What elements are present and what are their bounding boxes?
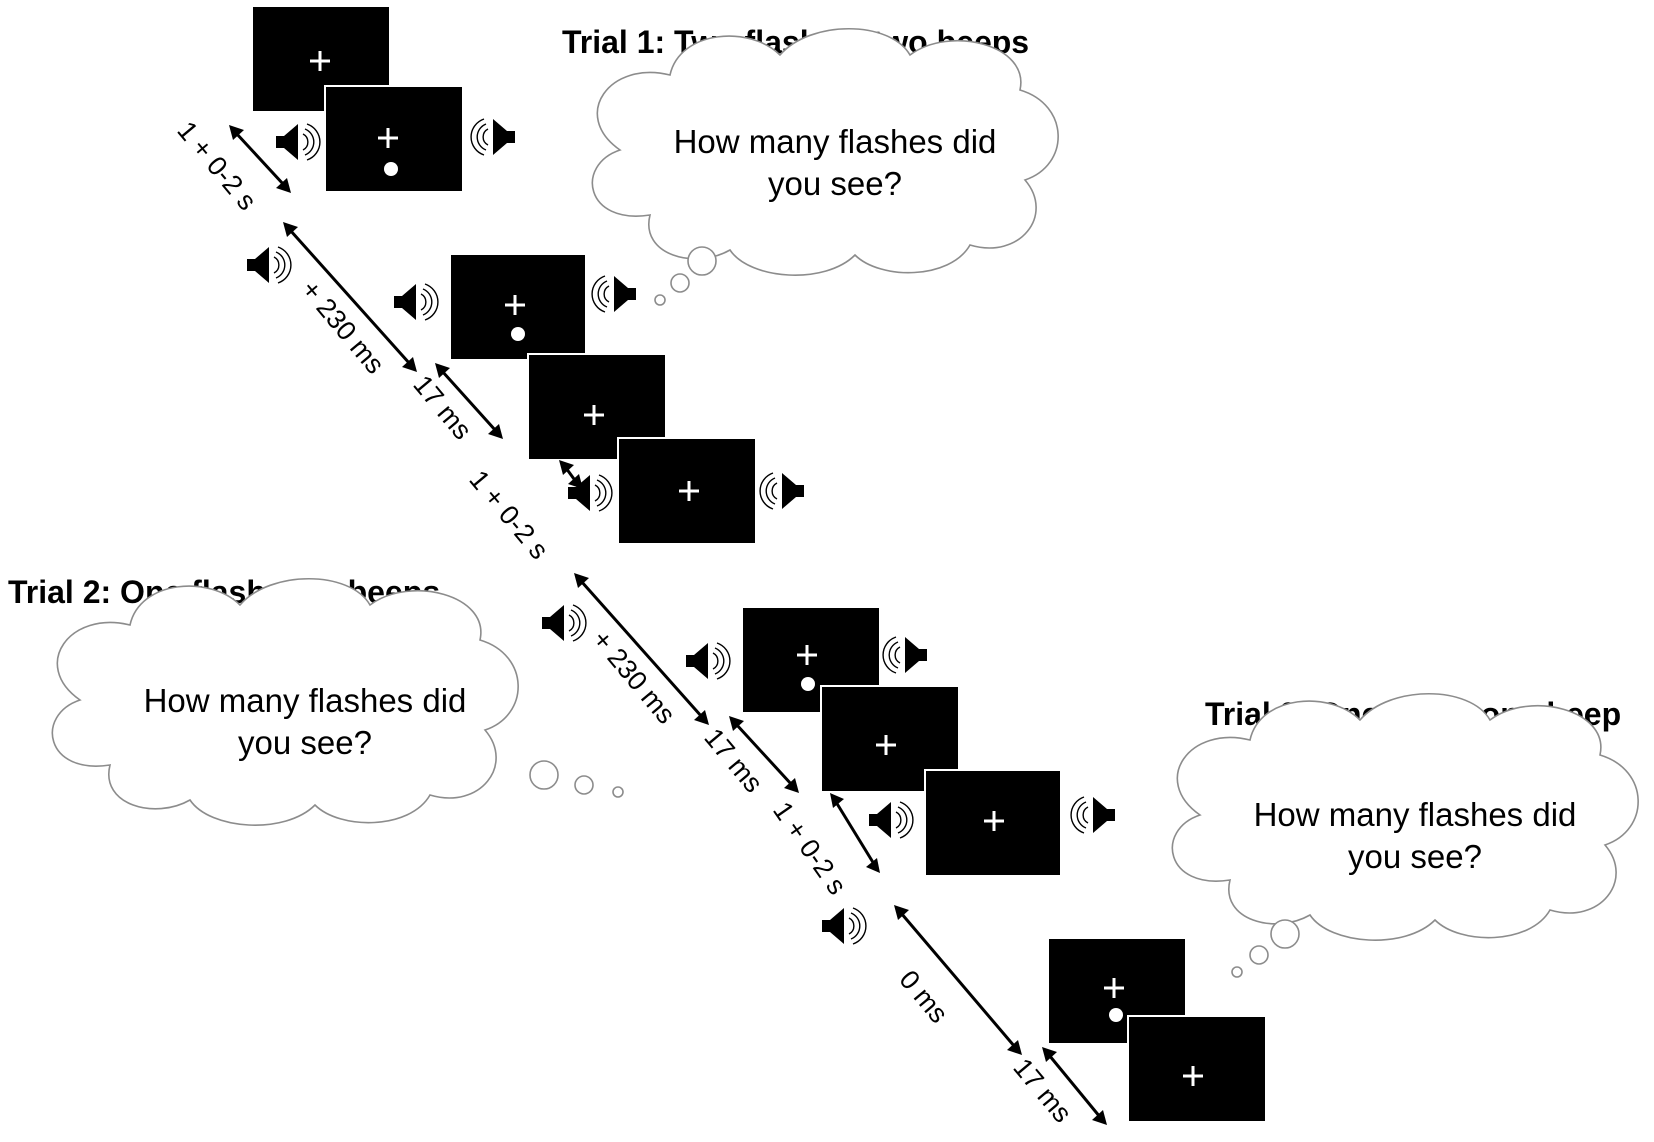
trial-1-iti-arrow xyxy=(229,125,291,193)
trial-3-soa-label: 0 ms xyxy=(893,965,954,1029)
speaker-icon xyxy=(868,801,914,839)
trial-1-question-line-2: you see? xyxy=(768,165,902,202)
trial-2-fixation-screen xyxy=(617,437,757,545)
trial-3-iti-arrow xyxy=(830,793,880,873)
trial-3-question-line-2: you see? xyxy=(1348,838,1482,875)
trial-1-thought-cloud: How many flashes did you see? xyxy=(591,27,1059,306)
trial-1-flash-label: 17 ms xyxy=(407,370,477,446)
trial-2-iti-arrow xyxy=(559,460,583,489)
speaker-icon xyxy=(1070,796,1116,834)
trial-3-iti-label: 1 + 0-2 s xyxy=(767,796,852,900)
trial-2-thought-cloud: How many flashes did you see? xyxy=(51,577,624,826)
trial-1-flash-arrow xyxy=(435,363,503,439)
trial-1-iti-label: 1 + 0-2 s xyxy=(171,116,262,216)
speaker-icon xyxy=(759,472,805,510)
speaker-icon xyxy=(821,907,867,945)
speaker-icon xyxy=(393,283,439,321)
speaker-icon xyxy=(685,642,731,680)
trial-3-thought-cloud: How many flashes did you see? xyxy=(1171,692,1639,978)
speaker-icon xyxy=(591,275,637,313)
trial-2-flash-label: 17 ms xyxy=(698,723,768,799)
trial-1-question-line-1: How many flashes did xyxy=(674,123,997,160)
trial-1-flash-screen-1 xyxy=(324,85,464,193)
trial-3-flash-label: 17 ms xyxy=(1007,1053,1077,1129)
trial-1-flash-screen-2 xyxy=(449,253,587,361)
speaker-icon xyxy=(246,246,292,284)
trial-3-blank-screen xyxy=(1127,1015,1267,1123)
trial-2-question-line-2: you see? xyxy=(238,724,372,761)
speaker-icon xyxy=(275,123,321,161)
trial-2-question-line-1: How many flashes did xyxy=(144,682,467,719)
trial-3-question-line-1: How many flashes did xyxy=(1254,796,1577,833)
trial-3-fixation-screen xyxy=(924,769,1062,877)
speaker-icon xyxy=(470,118,516,156)
trial-1-soa-arrow xyxy=(283,222,417,372)
speaker-icon xyxy=(882,636,928,674)
trial-2-iti-label: 1 + 0-2 s xyxy=(463,465,554,565)
speaker-icon xyxy=(541,604,587,642)
trial-3-soa-arrow xyxy=(894,905,1022,1055)
trial-2-flash-arrow xyxy=(729,716,799,793)
trial-2-soa-arrow xyxy=(574,573,709,725)
trial-3-flash-arrow xyxy=(1042,1047,1107,1125)
